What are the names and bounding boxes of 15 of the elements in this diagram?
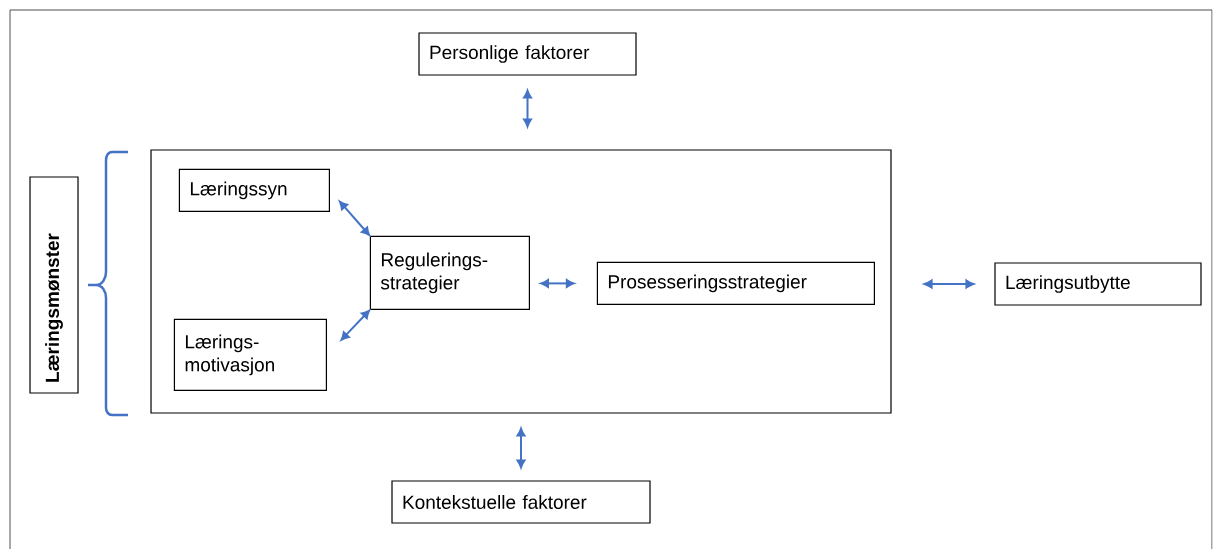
label-box: Personlige faktorer xyxy=(418,32,637,76)
label-box: Læringssyn xyxy=(178,168,330,212)
container-box xyxy=(150,149,892,414)
double-arrow xyxy=(340,309,370,341)
double-arrow xyxy=(516,427,526,469)
label-box: Lærings- motivasjon xyxy=(173,318,327,391)
label-box: Regulerings- strategier xyxy=(369,235,530,310)
double-arrow xyxy=(523,89,532,128)
label-box: Læringsmønster xyxy=(29,176,79,394)
label-box: Prosesseringsstrategier xyxy=(596,261,875,305)
double-arrow xyxy=(923,279,975,289)
double-arrow xyxy=(540,278,575,288)
label-box: Læringsutbytte xyxy=(994,262,1202,306)
double-arrow xyxy=(339,200,371,236)
label-box: Kontekstuelle faktorer xyxy=(391,480,651,524)
